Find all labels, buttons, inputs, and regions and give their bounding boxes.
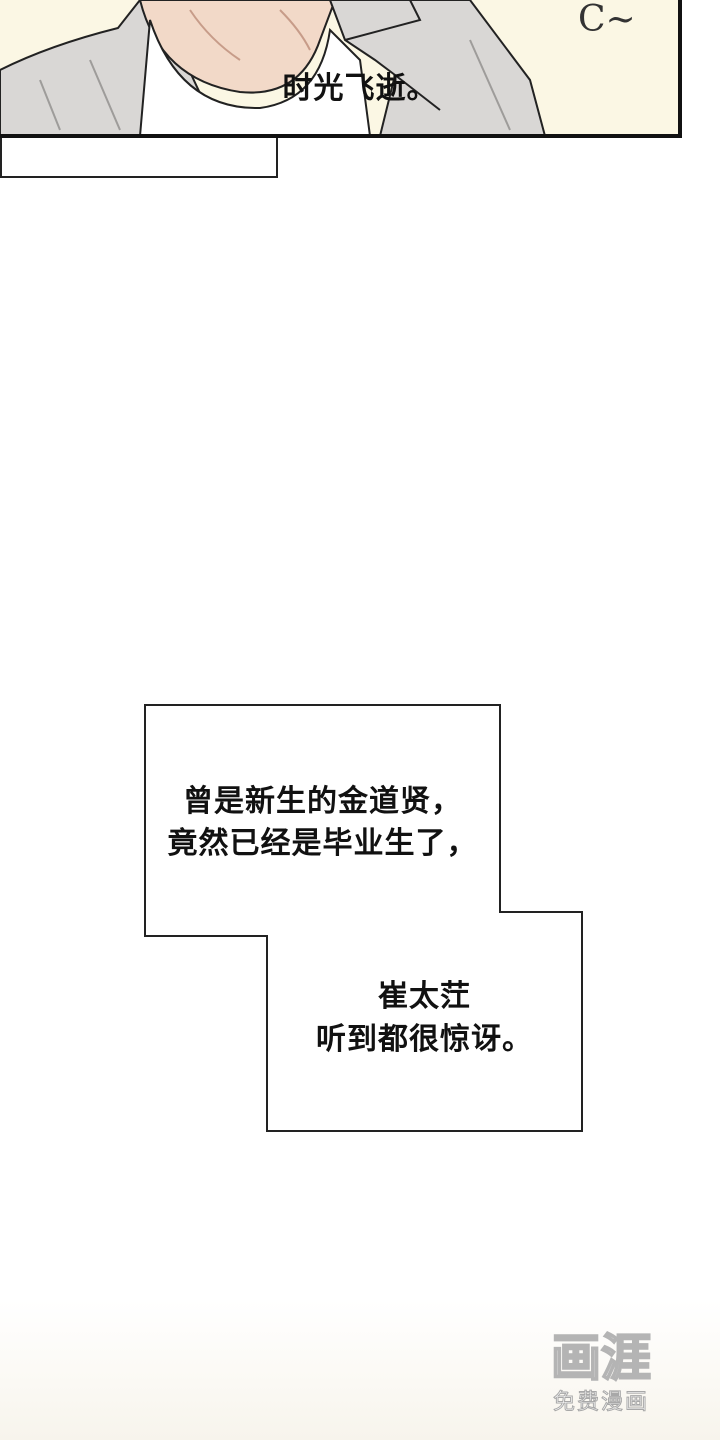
narration-text-2a: 曾是新生的金道贤， [183,784,462,819]
narration-text-2d: 听到都很惊讶。 [316,1022,533,1057]
narration-box-2-frame [144,704,583,1132]
shirt [138,19,372,137]
narration-text-2b: 竟然已经是毕业生了， [167,826,478,861]
narration-text-2c: 崔太茳 [378,979,471,1014]
narration-text-1: 时光飞逝。 [282,71,438,106]
sound-effect-text: C~ [578,0,636,40]
character-illustration [0,0,682,138]
jacket-right [328,0,547,137]
bottom-panel-fade [0,1300,720,1440]
watermark-subtitle: 免费漫画 [552,1390,649,1416]
watermark-logo: 画涯 [550,1328,652,1388]
watermark: 画涯 免费漫画 [537,1328,665,1428]
comic-panel-top: C~ [0,0,720,140]
